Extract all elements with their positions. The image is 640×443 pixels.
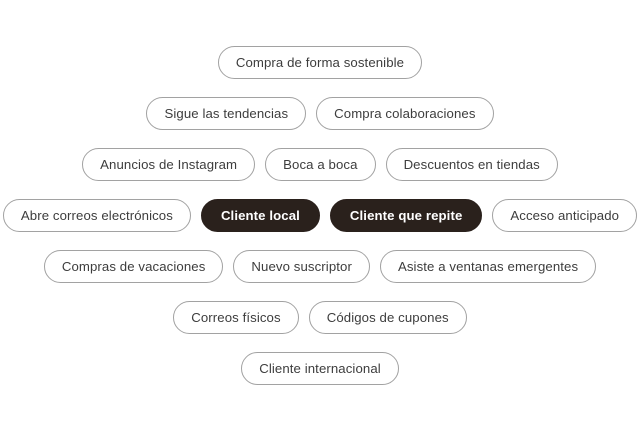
tag-row: Compra de forma sostenible: [14, 46, 626, 79]
tag-pill[interactable]: Asiste a ventanas emergentes: [379, 250, 597, 283]
tag-pill[interactable]: Nuevo suscriptor: [233, 250, 370, 283]
tag-pill-selected[interactable]: Cliente que repite: [329, 199, 483, 232]
tag-pill[interactable]: Códigos de cupones: [308, 301, 467, 334]
tag-row: Compras de vacaciones Nuevo suscriptor Asi…: [14, 250, 626, 283]
tag-row: Correos físicos Códigos de cupones: [14, 301, 626, 334]
tag-pill[interactable]: Anuncios de Instagram: [82, 148, 256, 181]
tag-pill[interactable]: Abre correos electrónicos: [2, 199, 191, 232]
tag-row: Sigue las tendencias Compra colaboracione…: [14, 97, 626, 130]
tag-row: Cliente internacional: [14, 352, 626, 385]
tag-pill[interactable]: Descuentos en tiendas: [385, 148, 558, 181]
tag-pill[interactable]: Acceso anticipado: [492, 199, 638, 232]
tag-pill[interactable]: Compras de vacaciones: [43, 250, 224, 283]
tag-pill[interactable]: Boca a boca: [265, 148, 376, 181]
tag-pill[interactable]: Sigue las tendencias: [146, 97, 307, 130]
tag-pill[interactable]: Compra colaboraciones: [316, 97, 494, 130]
tag-row: Anuncios de Instagram Boca a boca Descuent…: [14, 148, 626, 181]
tag-pill-selected[interactable]: Cliente local: [200, 199, 320, 232]
tag-pill[interactable]: Compra de forma sostenible: [217, 46, 423, 79]
tag-pill[interactable]: Correos físicos: [173, 301, 299, 334]
tag-pill[interactable]: Cliente internacional: [241, 352, 399, 385]
tag-row: Abre correos electrónicos Cliente local Cl…: [2, 199, 638, 232]
